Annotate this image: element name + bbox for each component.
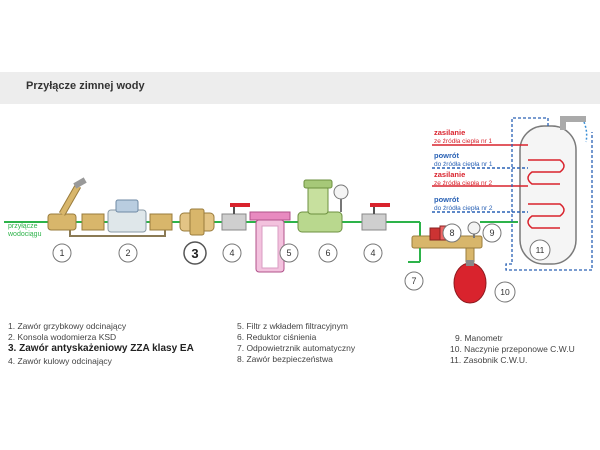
svg-text:3: 3 xyxy=(191,246,198,261)
svg-text:zasilanie: zasilanie xyxy=(434,170,465,179)
callout-7: 7 xyxy=(404,271,424,291)
callout-5: 5 xyxy=(279,243,299,263)
callout-8: 8 xyxy=(442,223,462,243)
globe-valve xyxy=(47,177,87,231)
callout-6: 6 xyxy=(318,243,338,263)
svg-text:do źródła ciepła nr 2: do źródła ciepła nr 2 xyxy=(434,205,493,212)
inlet-label-line1: przyłącze xyxy=(8,223,38,230)
filter xyxy=(249,211,291,273)
svg-text:9: 9 xyxy=(489,228,494,238)
callout-2: 2 xyxy=(118,243,138,263)
pressure-reducer xyxy=(297,179,349,233)
svg-text:5: 5 xyxy=(286,248,291,258)
callout-10: 10 xyxy=(494,281,516,303)
svg-text:ze źródła ciepła nr 1: ze źródła ciepła nr 1 xyxy=(434,138,493,145)
expansion-vessel xyxy=(453,260,487,304)
supply-label-2: zasilanie ze źródła ciepła nr 2 xyxy=(434,170,493,187)
callout-4b: 4 xyxy=(363,243,383,263)
svg-text:1: 1 xyxy=(59,248,64,258)
ball-valve-1 xyxy=(221,203,250,231)
svg-text:11: 11 xyxy=(536,245,545,255)
svg-text:ze źródła ciepła nr 2: ze źródła ciepła nr 2 xyxy=(434,180,493,187)
svg-text:6: 6 xyxy=(325,248,330,258)
svg-text:zasilanie: zasilanie xyxy=(434,128,465,137)
supply-label-1: zasilanie ze źródła ciepła nr 1 xyxy=(434,128,493,145)
header-band xyxy=(0,72,600,104)
svg-text:powrót: powrót xyxy=(434,151,459,160)
circulation-line xyxy=(505,117,593,271)
inlet-label-line2: wodociągu xyxy=(7,231,42,238)
callout-3: 3 xyxy=(183,241,207,265)
svg-text:4: 4 xyxy=(370,248,375,258)
svg-text:powrót: powrót xyxy=(434,195,459,204)
svg-text:8: 8 xyxy=(449,228,454,238)
callout-11: 11 xyxy=(529,239,551,261)
svg-text:do źródła ciepła nr 1: do źródła ciepła nr 1 xyxy=(434,161,493,168)
ball-valve-2 xyxy=(361,203,390,231)
svg-text:2: 2 xyxy=(125,248,130,258)
svg-text:4: 4 xyxy=(229,248,234,258)
callout-4: 4 xyxy=(222,243,242,263)
svg-text:10: 10 xyxy=(500,287,510,297)
svg-text:7: 7 xyxy=(411,276,416,286)
hot-water-tank xyxy=(519,116,588,265)
backflow-preventer xyxy=(179,208,215,236)
callout-1: 1 xyxy=(52,243,72,263)
water-meter-console xyxy=(81,199,173,233)
return-label-1: powrót do źródła ciepła nr 1 xyxy=(434,151,493,168)
callout-9: 9 xyxy=(482,223,502,243)
return-label-2: powrót do źródła ciepła nr 2 xyxy=(434,195,493,212)
page-title: Przyłącze zimnej wody xyxy=(26,80,145,92)
